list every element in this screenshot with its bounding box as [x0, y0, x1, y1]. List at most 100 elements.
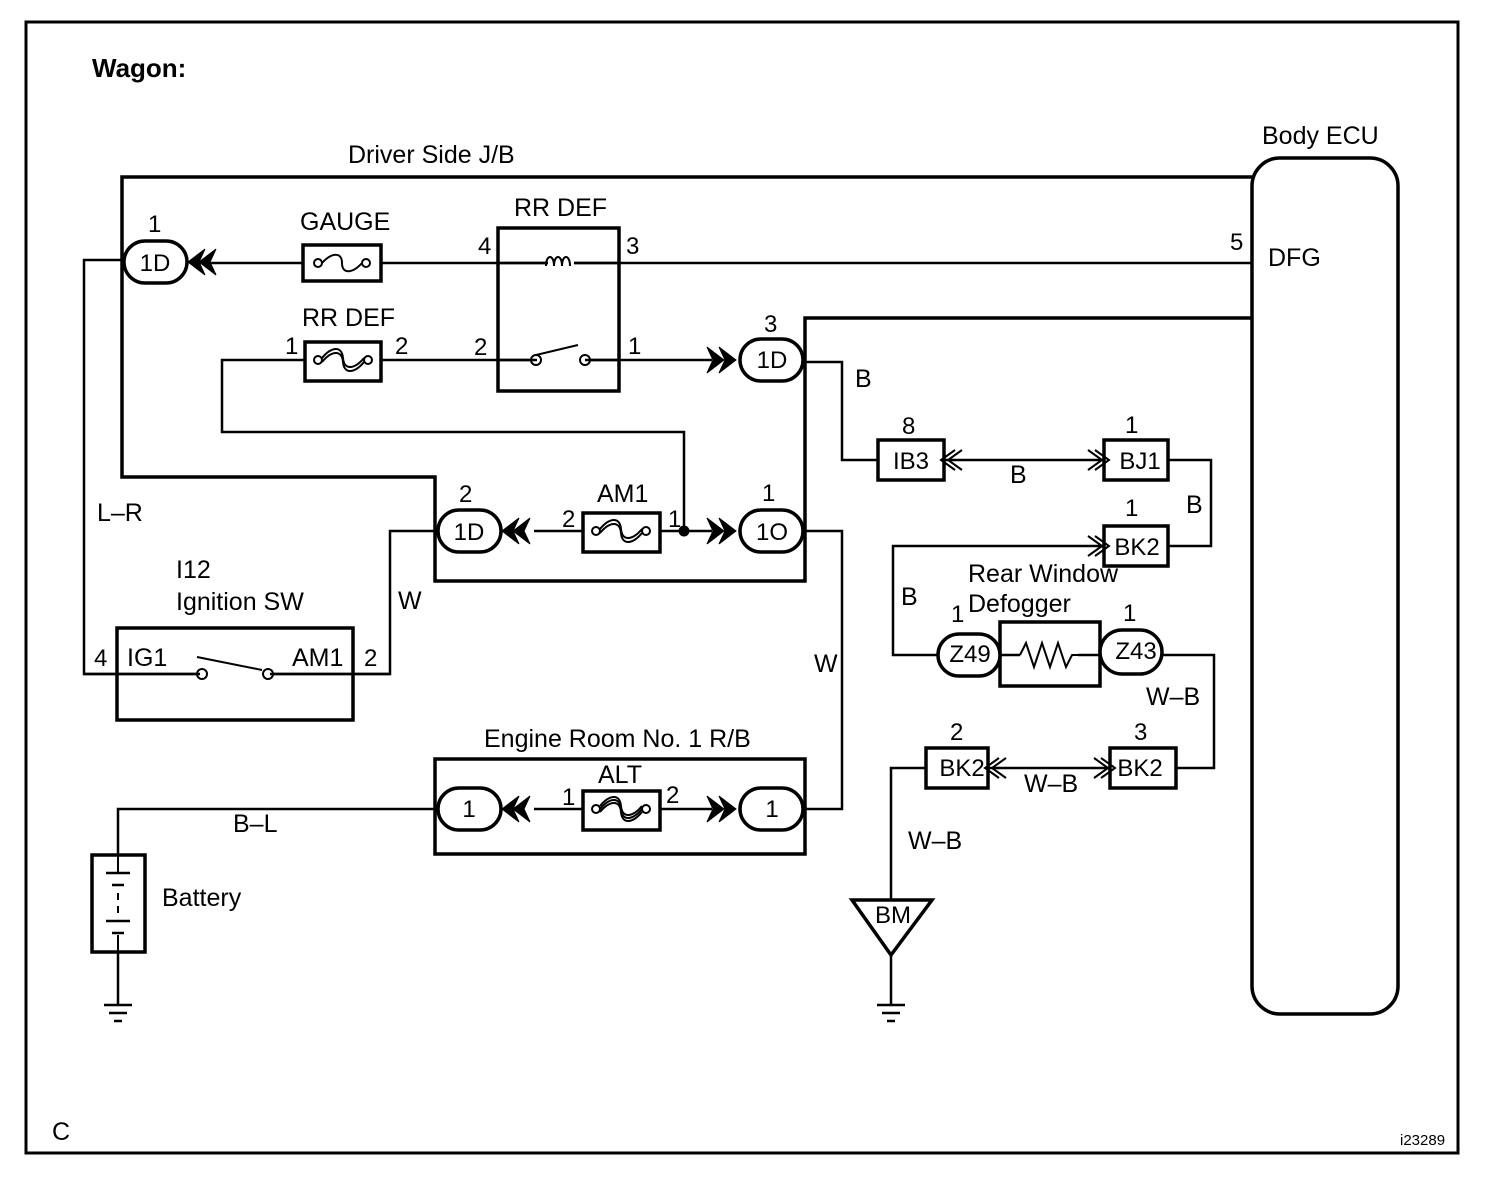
- connector-label: 1D: [140, 250, 171, 277]
- fuse-icon: [321, 253, 363, 273]
- driver-jb-label: Driver Side J/B: [348, 141, 515, 169]
- rrdef-fuse-pin-left: 1: [285, 333, 298, 360]
- wire-w-main: [805, 529, 844, 811]
- ignition-pin-left: 4: [94, 645, 107, 672]
- relay-coil-icon: [545, 256, 571, 267]
- ignition-label: Ignition SW: [176, 588, 304, 616]
- relay-pin-4: 4: [478, 233, 491, 260]
- diagram-title: Wagon:: [92, 53, 186, 83]
- ground-triangle-icon: [848, 898, 936, 958]
- connector-arrow: [512, 517, 531, 545]
- ignition-switch-icon: [196, 656, 263, 671]
- connector-arrow: [198, 248, 217, 276]
- wire-label-w-main: W: [814, 650, 838, 678]
- connector-pin: 1: [1125, 495, 1138, 522]
- connector-pin: 8: [902, 413, 915, 440]
- ignition-switch: I12 Ignition SW 4 IG1 AM1 2: [84, 556, 390, 722]
- rrdef-relay-label: RR DEF: [514, 194, 607, 222]
- connector-label: 1D: [757, 347, 788, 374]
- battery-label: Battery: [162, 884, 242, 912]
- gauge-fuse: GAUGE: [300, 208, 390, 283]
- connector-pin: 1: [951, 601, 964, 628]
- am1-fuse-pin-left: 2: [562, 506, 575, 533]
- connector-arrow: [706, 346, 725, 374]
- alt-fuse-pin-left: 1: [562, 784, 575, 811]
- connector-arrow: [718, 346, 737, 374]
- body-ecu-terminal: DFG: [1268, 244, 1321, 272]
- alt-fuse-pin-right: 2: [666, 782, 679, 809]
- defogger-label-2: Defogger: [968, 590, 1071, 618]
- body-ecu-label: Body ECU: [1262, 122, 1379, 150]
- connector-bk2-left: BK2 2: [924, 719, 1007, 790]
- connector-1d-mid: 1D 2: [436, 481, 531, 554]
- connector-arrow: [1093, 757, 1110, 779]
- wire-label-wb-bk2: W–B: [1024, 770, 1078, 798]
- wire-b-bk2-z49: [891, 544, 1104, 657]
- wire-rrdef-loop: [220, 358, 686, 530]
- connector-bk2-upper: BK2 1: [1087, 495, 1170, 568]
- connector-arrow: [512, 795, 531, 823]
- gauge-fuse-label: GAUGE: [300, 208, 390, 236]
- engine-room-rb: Engine Room No. 1 R/B 1 ALT 1 2 1: [433, 725, 807, 856]
- wire-color-labels: L–R W W B–L B B B B W–B W–B W–B: [97, 365, 1203, 855]
- am1-fuse: AM1 2 1: [562, 480, 681, 554]
- ignition-term-left: IG1: [127, 644, 167, 672]
- wire-label-b-ib3: B: [1010, 461, 1027, 489]
- relay-pin-1: 1: [628, 333, 641, 360]
- wire-b-bj1-bk2: [1168, 458, 1213, 548]
- engine-rb-label: Engine Room No. 1 R/B: [484, 725, 751, 753]
- wires: [82, 258, 1252, 1005]
- connector-1d-right: 1D 3: [706, 311, 805, 383]
- junction-dot: [678, 525, 690, 537]
- connector-label: 1: [765, 796, 778, 823]
- connector-bj1: BJ1 1: [1087, 412, 1170, 482]
- connector-pin: 3: [1134, 719, 1147, 746]
- connector-arrow: [706, 795, 725, 823]
- relay-pin-2: 2: [474, 334, 487, 361]
- wire-label-b-bj1: B: [1186, 491, 1203, 519]
- ground-point-label: BM: [875, 902, 911, 929]
- connector-pin: 1: [1125, 412, 1138, 439]
- rrdef-fuse-label: RR DEF: [302, 304, 395, 332]
- connector-arrow: [1087, 449, 1104, 471]
- wire-label-b-1d: B: [855, 365, 872, 393]
- connector-arrow: [718, 517, 737, 545]
- relay-switch-icon: [535, 344, 579, 356]
- connector-pin: 3: [764, 311, 777, 338]
- ground-point-bm: BM: [848, 898, 936, 958]
- connector-pin: 1: [762, 480, 775, 507]
- connector-pin: 1: [1123, 600, 1136, 627]
- wire-label-wb-z43: W–B: [1146, 683, 1200, 711]
- connector-label: IB3: [893, 448, 929, 475]
- am1-fuse-pin-right: 1: [668, 506, 681, 533]
- connector-label: Z49: [949, 641, 990, 668]
- battery: Battery: [90, 853, 242, 954]
- ground-icon: [104, 1003, 132, 1023]
- connector-pin: 2: [950, 719, 963, 746]
- connector-label: BJ1: [1119, 448, 1160, 475]
- wire-wb-ground: [889, 766, 926, 900]
- connector-bk2-right: BK2 3: [1093, 719, 1178, 790]
- connector-label: BK2: [1117, 755, 1162, 782]
- rrdef-fuse-pin-right: 2: [395, 333, 408, 360]
- corner-label: C: [52, 1118, 70, 1146]
- connector-label: BK2: [939, 755, 984, 782]
- wire-label-bl: B–L: [233, 810, 278, 838]
- alt-fuse-label: ALT: [598, 761, 642, 789]
- connector-pin: 2: [459, 481, 472, 508]
- wire-b-1d-ib3: [805, 360, 878, 462]
- connector-1d-top: 1D 1: [122, 211, 217, 285]
- wire-label-lr: L–R: [97, 499, 143, 527]
- defogger-label-1: Rear Window: [968, 560, 1119, 588]
- ground-icon: [877, 1003, 905, 1023]
- connector-arrow: [946, 449, 963, 471]
- wire-wb-z43-bk2: [1162, 653, 1216, 770]
- body-ecu-box: [1250, 156, 1400, 1016]
- connector-ib3: IB3 8: [876, 413, 963, 482]
- wire-label-b-bk2: B: [901, 583, 918, 611]
- ignition-term-right: AM1: [292, 644, 343, 672]
- rrdef-relay: RR DEF 4 3 2 1: [474, 194, 641, 393]
- connector-label: 1O: [756, 519, 788, 546]
- body-ecu-pin: 5: [1230, 229, 1243, 256]
